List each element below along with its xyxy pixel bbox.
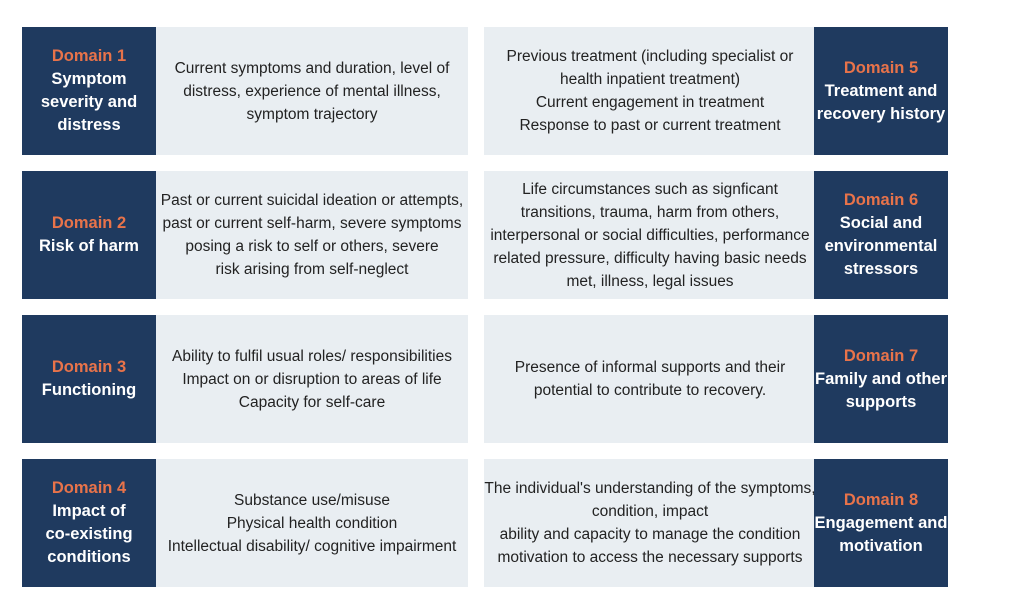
domain-title-line: Impact of	[52, 502, 126, 520]
domain-box: Domain 7 Family and other supports	[814, 315, 948, 443]
description-line: Current engagement in treatment	[535, 94, 765, 111]
description-line: Life circumstances such as signficant	[522, 180, 778, 198]
domain-number: Domain 7	[843, 346, 919, 365]
description-line: Substance use/misuse	[234, 491, 390, 509]
description-line: motivation to access the necessary suppo…	[497, 549, 803, 566]
domain-title-line: recovery history	[816, 104, 946, 123]
description-line: related pressure, difficulty having basi…	[493, 249, 807, 267]
domain-title-line: environmental	[824, 237, 938, 255]
domain-number: Domain 8	[843, 490, 919, 509]
domain-title-line: motivation	[839, 536, 923, 555]
domain-title-line: stressors	[843, 260, 919, 278]
domain-description: Life circumstances such as signficant tra…	[484, 171, 816, 299]
description-line: Impact on or disruption to areas of life	[182, 370, 442, 388]
description-line: posing a risk to self or others, severe	[185, 238, 439, 255]
description-line: Past or current suicidal ideation or att…	[160, 192, 464, 209]
domain-description: Ability to fulfil usual roles/ responsib…	[156, 315, 468, 443]
description-line: Response to past or current treatment	[519, 117, 781, 134]
domain-row: Domain 3 Functioning Ability to fulfil usu…	[22, 315, 948, 443]
domain-title-line: Risk of harm	[39, 237, 139, 255]
description-line: Presence of informal supports and their	[514, 359, 786, 376]
description-line: Current symptoms and duration, level of	[174, 59, 450, 77]
domain-title-line: distress	[57, 116, 121, 134]
description-line: distress, experience of mental illness,	[183, 82, 441, 100]
domain-number: Domain 2	[51, 214, 127, 232]
domain-box: Domain 1 Symptom severity and distress	[22, 27, 156, 155]
domain-number: Domain 4	[51, 479, 127, 497]
domain-title-line: Symptom	[51, 70, 127, 88]
domain-description: Presence of informal supports and their p…	[484, 315, 816, 443]
domain-box: Domain 3 Functioning	[22, 315, 156, 443]
description-line: symptom trajectory	[246, 105, 378, 123]
domain-number: Domain 5	[843, 58, 919, 77]
domain-title-line: Functioning	[41, 381, 137, 399]
domain-title-line: Treatment and	[824, 81, 938, 100]
domain-title-line: supports	[845, 392, 917, 411]
domain-title-line: conditions	[47, 548, 131, 566]
domain-description: Past or current suicidal ideation or att…	[156, 171, 468, 299]
description-line: met, illness, legal issues	[566, 272, 734, 290]
domain-description: The individual's understanding of the sy…	[484, 459, 816, 587]
description-line: Capacity for self-care	[238, 393, 386, 411]
description-line: Ability to fulfil usual roles/ responsib…	[172, 347, 452, 365]
domain-row: Domain 1 Symptom severity and distress Curre…	[22, 27, 948, 155]
description-line: health inpatient treatment)	[559, 71, 741, 88]
description-line: past or current self-harm, severe sympto…	[162, 215, 462, 232]
domain-title-line: severity and	[40, 93, 138, 111]
description-line: condition, impact	[591, 503, 709, 520]
domain-box: Domain 5 Treatment and recovery history	[814, 27, 948, 155]
description-line: transitions, trauma, harm from others,	[520, 203, 780, 221]
domain-box: Domain 6 Social and environmental stressors	[814, 171, 948, 299]
domain-row: Domain 2 Risk of harm Past or current suic…	[22, 171, 948, 299]
domain-description: Current symptoms and duration, level of d…	[156, 27, 468, 155]
domain-box: Domain 4 Impact of co-existing conditions	[22, 459, 156, 587]
domain-title-line: co-existing	[45, 525, 133, 543]
description-line: Intellectual disability/ cognitive impai…	[167, 537, 457, 555]
description-line: potential to contribute to recovery.	[533, 382, 767, 399]
domain-description: Previous treatment (including specialist…	[484, 27, 816, 155]
description-line: The individual's understanding of the sy…	[484, 480, 816, 497]
domain-title-line: Family and other	[814, 369, 948, 388]
domain-number: Domain 6	[843, 191, 919, 209]
domain-row: Domain 4 Impact of co-existing conditions Su…	[22, 459, 948, 587]
domain-number: Domain 3	[51, 358, 127, 376]
description-line: Physical health condition	[226, 514, 398, 532]
description-line: ability and capacity to manage the condi…	[499, 526, 801, 543]
description-line: Previous treatment (including specialist…	[506, 48, 794, 65]
domain-box: Domain 8 Engagement and motivation	[814, 459, 948, 587]
description-line: interpersonal or social difficulties, pe…	[490, 226, 810, 244]
domain-title-line: Social and	[839, 214, 923, 232]
description-line: risk arising from self-neglect	[215, 261, 409, 278]
domain-title-line: Engagement and	[814, 513, 948, 532]
domain-number: Domain 1	[51, 47, 127, 65]
domain-box: Domain 2 Risk of harm	[22, 171, 156, 299]
